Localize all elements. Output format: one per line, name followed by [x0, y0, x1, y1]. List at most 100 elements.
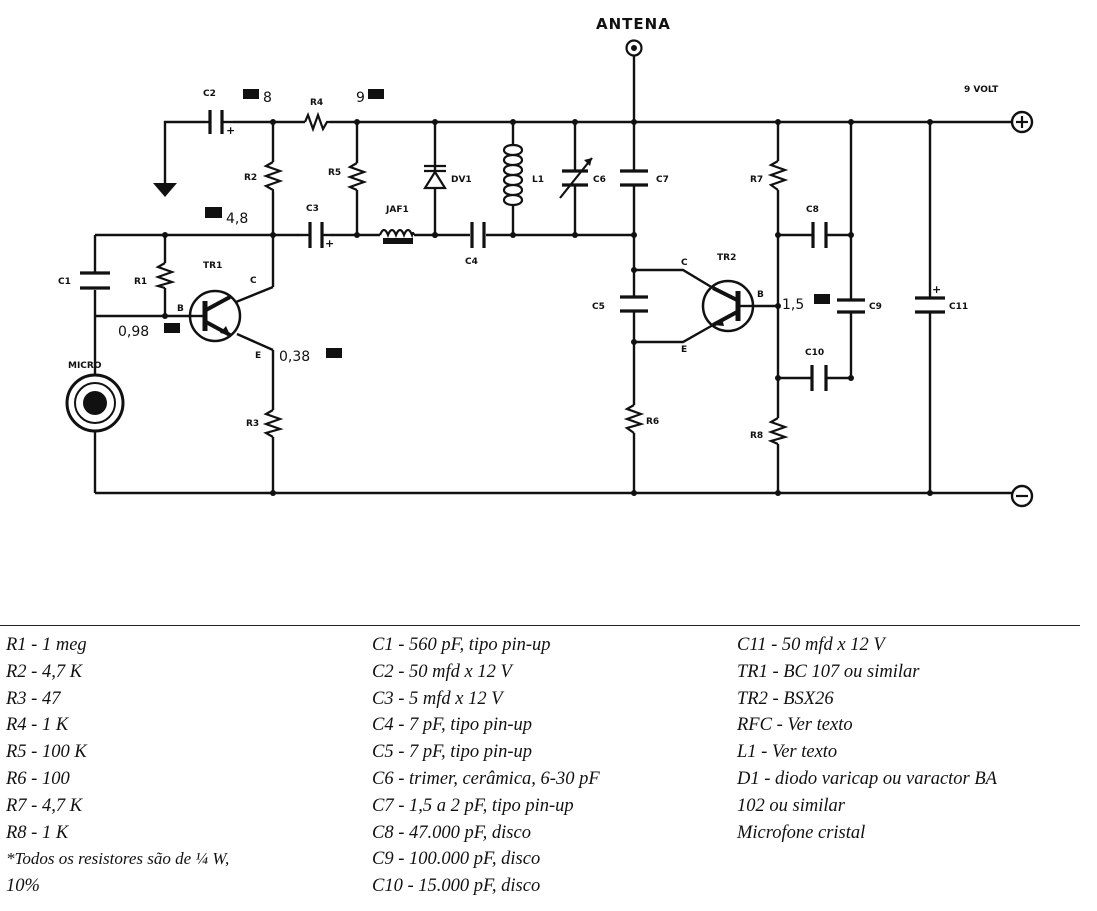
capacitor-c2: + [205, 110, 235, 137]
list-item: R4 - 1 K [6, 715, 69, 736]
svg-text:+: + [226, 124, 235, 137]
capacitor-c3: + [303, 222, 334, 250]
transistor-tr1 [188, 289, 242, 343]
list-item: C7 - 1,5 a 2 pF, tipo pin-up [372, 795, 574, 816]
capacitor-c5 [620, 295, 648, 313]
c3-label: C3 [306, 204, 319, 214]
tr2-label: TR2 [717, 253, 736, 263]
antenna-terminal [625, 39, 643, 57]
list-item: C8 - 47.000 pF, disco [372, 822, 531, 843]
c9-label: C9 [869, 302, 882, 312]
r4-label: R4 [310, 98, 323, 108]
capacitor-c11: + [915, 283, 945, 314]
list-item: TR2 - BSX26 [737, 688, 834, 709]
c10-label: C10 [805, 348, 824, 358]
svg-text:+: + [325, 237, 334, 250]
positive-terminal [1010, 110, 1034, 134]
trimmer-capacitor-c6 [559, 157, 593, 199]
list-item: RFC - Ver texto [737, 715, 853, 736]
r5-label: R5 [328, 168, 341, 178]
resistor-r8 [767, 417, 789, 446]
c1-label: C1 [58, 277, 71, 287]
list-item: R5 - 100 K [6, 742, 87, 763]
svg-text:+: + [932, 283, 941, 296]
tr1-label: TR1 [203, 261, 222, 271]
list-item: 102 ou similar [737, 795, 845, 816]
voltage-4-8: 4,8 [226, 211, 248, 227]
tr1-base-label: B [177, 304, 184, 314]
resistor-r2 [262, 161, 284, 192]
tr2-base-label: B [757, 290, 764, 300]
coil-l1 [502, 143, 524, 207]
list-item: C2 - 50 mfd x 12 V [372, 661, 512, 682]
c7-label: C7 [656, 175, 669, 185]
r8-label: R8 [750, 431, 763, 441]
list-item: R1 - 1 meg [6, 635, 87, 655]
resistor-r4 [303, 111, 330, 133]
antenna-label: ANTENA [596, 15, 671, 33]
list-item: C10 - 15.000 pF, disco [372, 876, 541, 897]
transistor-tr2 [701, 279, 755, 333]
capacitor-c1 [80, 271, 110, 290]
l1-label: L1 [532, 175, 544, 185]
list-item: TR1 - BC 107 ou similar [737, 661, 920, 682]
tr1-emitter-label: E [255, 351, 261, 361]
list-item: R3 - 47 [6, 688, 61, 709]
test-point-marker [326, 348, 342, 358]
r6-label: R6 [646, 417, 659, 427]
r1-label: R1 [134, 277, 147, 287]
capacitor-c9 [837, 298, 865, 314]
list-item: C11 - 50 mfd x 12 V [737, 635, 885, 655]
list-item: Microfone cristal [737, 822, 866, 843]
junction-dots [162, 119, 933, 496]
r2-label: R2 [244, 173, 257, 183]
list-item: R2 - 4,7 K [6, 661, 83, 682]
parts-list-capacitors: C1 - 560 pF, tipo pin-up C2 - 50 mfd x 1… [372, 632, 600, 900]
c5-label: C5 [592, 302, 605, 312]
resistor-note: *Todos os resistores são de ¼ W, [6, 849, 230, 869]
test-point-marker [243, 89, 259, 99]
voltage-1-5: 1,5 [782, 297, 804, 313]
tr2-collector-label: C [681, 258, 688, 268]
list-item: R8 - 1 K [6, 822, 69, 843]
list-item: L1 - Ver texto [737, 742, 838, 763]
negative-terminal [1010, 484, 1034, 508]
list-item: C1 - 560 pF, tipo pin-up [372, 635, 551, 655]
voltage-8: 8 [263, 90, 272, 106]
voltage-0-38: 0,38 [279, 349, 310, 365]
capacitor-c8 [811, 222, 828, 248]
tr1-collector-label: C [250, 276, 257, 286]
micro-label: MICRO [68, 361, 102, 371]
voltage-9: 9 [356, 90, 365, 106]
capacitor-c7 [620, 169, 648, 187]
resistor-note-tolerance: 10% [6, 876, 40, 897]
microphone-icon [65, 373, 125, 433]
list-item: C3 - 5 mfd x 12 V [372, 688, 503, 709]
list-item: R7 - 4,7 K [6, 795, 83, 816]
c8-label: C8 [806, 205, 819, 215]
rf-choke-jaf1 [378, 228, 416, 244]
test-point-marker [368, 89, 384, 99]
parts-list-other: C11 - 50 mfd x 12 V TR1 - BC 107 ou simi… [737, 632, 997, 846]
c6-label: C6 [593, 175, 606, 185]
c11-label: C11 [949, 302, 968, 312]
resistor-r3 [262, 409, 284, 438]
list-item: R6 - 100 [6, 768, 70, 789]
test-point-marker [814, 294, 830, 304]
list-item: C9 - 100.000 pF, disco [372, 849, 541, 870]
capacitor-c4 [470, 222, 486, 248]
ground-arrow-icon [153, 183, 177, 197]
list-item: D1 - diodo varicap ou varactor BA [737, 768, 997, 789]
c4-label: C4 [465, 257, 478, 267]
wiring [93, 55, 1012, 495]
tr2-emitter-label: E [681, 345, 687, 355]
parts-list-resistors: R1 - 1 meg R2 - 4,7 K R3 - 47 R4 - 1 K R… [6, 632, 229, 900]
list-item: C6 - trimer, cerâmica, 6-30 pF [372, 768, 600, 789]
test-point-marker [205, 207, 222, 218]
resistor-r6 [623, 404, 645, 434]
resistor-r7 [767, 160, 789, 191]
resistor-r1 [153, 262, 176, 290]
r3-label: R3 [246, 419, 259, 429]
c2-label: C2 [203, 89, 216, 99]
varicap-diode-dv1 [423, 164, 447, 190]
